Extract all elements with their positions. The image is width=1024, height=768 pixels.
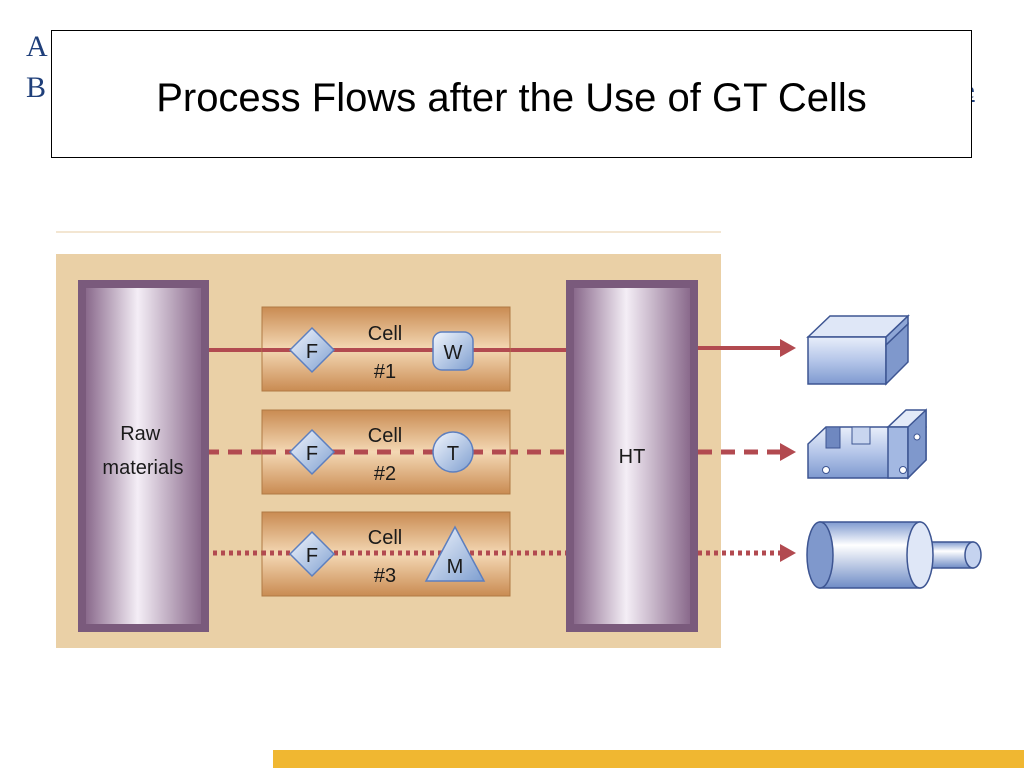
cell-2-f-label: F [306,443,318,465]
ht-column-face [574,288,690,624]
angle-bracket-part-icon [806,314,910,386]
cell-2-t-circle-icon [432,431,474,473]
footer-accent-bar [273,750,1024,768]
raw-materials-label: Raw materials [102,423,183,479]
output-arrow-1-head [780,339,796,357]
cell-2-name: Cell [368,425,402,447]
cell-1: F Cell #1 W [261,306,511,392]
output-arrow-3-head [780,544,796,562]
cell-3-f-diamond-icon [288,530,336,578]
ht-column: HT [566,280,698,632]
output-arrow-2-head [780,443,796,461]
notched-block-part-icon [807,408,927,480]
raw-materials-label-line-2: materials [102,457,183,479]
background-letter-b: B [26,71,47,104]
cell-3-m-triangle-icon [424,525,486,582]
raw-materials-label-line-1: Raw [120,423,161,445]
cell-1-f-diamond-icon [288,326,336,374]
ht-label: HT [619,446,646,468]
cell-3: F Cell #3 M [261,511,511,597]
cell-1-w-rounded-square-icon [432,331,474,371]
cell-1-number: #1 [374,361,396,383]
cell-1-f-label: F [306,341,318,363]
background-letter-a: A [26,30,48,63]
raw-materials-column: Raw materials [78,280,209,632]
cell-3-m-label: M [447,556,464,578]
cell-1-w-label: W [444,342,463,364]
title-box: Process Flows after the Use of GT Cells [51,30,972,158]
cell-1-name: Cell [368,323,402,345]
cell-2-t-label: T [447,443,459,465]
cell-3-name: Cell [368,527,402,549]
cell-2: F Cell #2 T [261,409,511,495]
cell-2-number: #2 [374,463,396,485]
cell-2-f-diamond-icon [288,428,336,476]
slide-title: Process Flows after the Use of GT Cells [156,76,867,120]
cell-3-f-label: F [306,545,318,567]
cell-3-number: #3 [374,565,396,587]
stepped-shaft-part-icon [806,521,982,589]
raw-materials-column-face [86,288,201,624]
